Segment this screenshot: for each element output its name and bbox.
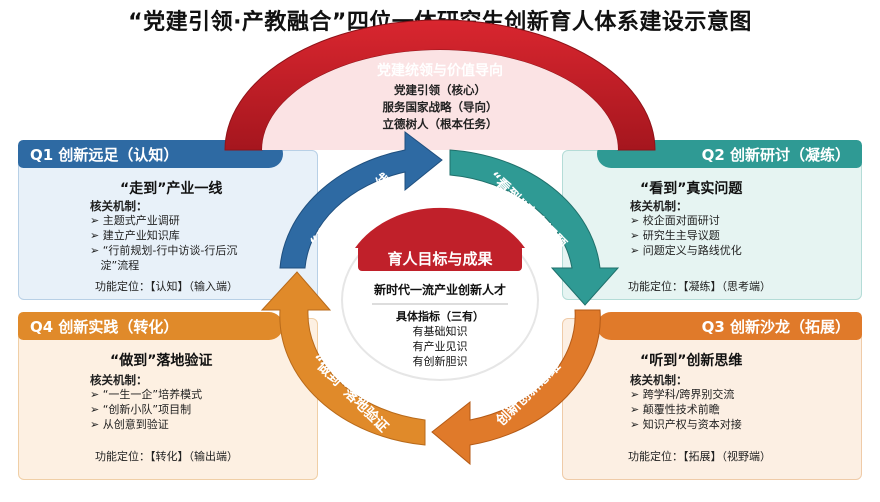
teal-arrow [449,149,620,306]
q3-panel [562,318,862,480]
q1-item: 淀”流程 [100,259,140,272]
q3-func: 功能定位：【拓展】（视野端） [628,450,771,463]
q4-header: Q4 创新实践（转化） [18,312,283,340]
q1-item: ➢ 建立产业知识库 [90,229,180,242]
q4-item: ➢ “一生一企”培养模式 [90,388,203,401]
orange-arrow-left [260,271,426,446]
q4-item: ➢ “创新小队”项目制 [90,403,192,416]
q3-subtitle: “听到”创新思维 [640,353,743,369]
q3-mech-list: ➢ 跨学科/跨界别交流 ➢ 颠覆性技术前瞻 ➢ 知识产权与资本对接 [630,387,742,432]
q1-mech-list: ➢ 主题式产业调研 ➢ 建立产业知识库 ➢ “行前规划-行中访谈-行后沉 淀”流… [90,213,237,273]
q2-item: ➢ 校企面对面研讨 [630,214,720,227]
q1-header: Q1 创新远足（认知） [18,140,283,168]
q3-item: ➢ 颠覆性技术前瞻 [630,403,720,416]
q2-item: ➢ 研究生主导议题 [630,229,720,242]
top-lines: 党建引领（核心） 服务国家战略（导向） 立德树人（根本任务） [340,82,540,133]
q1-func: 功能定位：【认知】（输入端） [95,280,238,293]
q3-mech-title: 核关机制： [630,373,688,387]
center-indicator-title: 具体指标（三有） [396,309,484,323]
q4-func: 功能定位：【转化】（输出端） [95,450,238,463]
q1-panel [18,150,318,300]
blue-arrow [279,130,443,269]
top-line: 服务国家战略（导向） [382,100,498,114]
q4-panel [18,318,318,480]
q3-item: ➢ 知识产权与资本对接 [630,418,742,431]
q2-func: 功能定位：【凝练】（思考端） [628,280,771,293]
top-arch-inner [262,50,618,150]
center-title-bar [355,207,525,248]
center-indicator: 有产业见识 [413,339,468,353]
q2-mech-list: ➢ 校企面对面研讨 ➢ 研究生主导议题 ➢ 问题定义与路线优化 [630,213,742,258]
q4-mech-list: ➢ “一生一企”培养模式 ➢ “创新小队”项目制 ➢ 从创意到验证 [90,387,202,432]
q1-item: ➢ 主题式产业调研 [90,214,180,227]
q3-header: Q3 创新沙龙（拓展） [597,312,862,340]
q4-subtitle: “做到”落地验证 [110,353,213,369]
q2-item: ➢ 问题定义与路线优化 [630,244,742,257]
top-line: 党建引领（核心） [394,83,486,97]
q2-subtitle: “看到”真实问题 [640,181,743,197]
center-goal: 新时代一流产业创新人才 [374,282,506,297]
q2-mech-title: 核关机制： [630,199,688,213]
top-header: 党建统领与价值导向 [377,63,503,79]
orange-arrow-right [431,309,601,466]
q1-item: ➢ “行前规划-行中访谈-行后沉 [90,244,238,257]
center-indicator: 有创新胆识 [413,354,468,368]
q4-item: ➢ 从创意到验证 [90,418,169,431]
q1-subtitle: “走到”产业一线 [120,181,223,197]
q4-mech-title: 核关机制： [90,373,148,387]
center-indicator: 有基础知识 [413,324,468,338]
q3-item: ➢ 跨学科/跨界别交流 [630,388,735,401]
q1-mech-title: 核关机制： [90,199,148,213]
center-title: 育人目标与成果 [387,250,493,268]
top-line: 立德树人（根本任务） [382,117,498,131]
